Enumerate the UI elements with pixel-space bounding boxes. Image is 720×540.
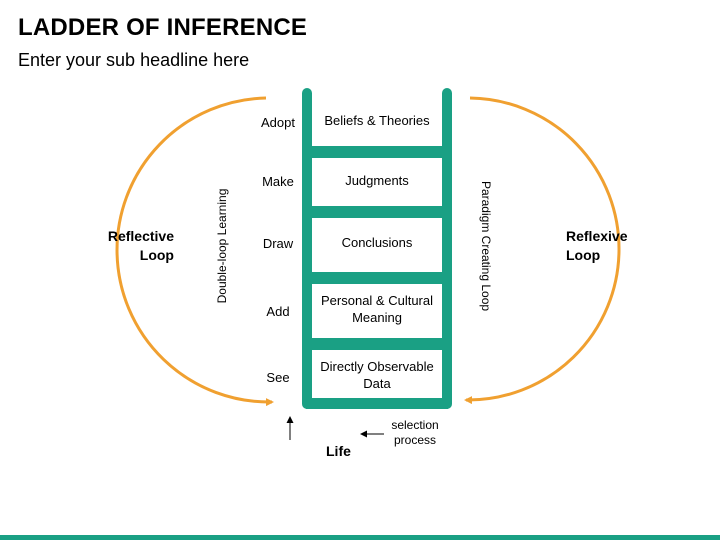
- ladder-rung: [306, 398, 448, 409]
- rung-label-meaning: Personal & Cultural Meaning: [321, 293, 433, 325]
- life-label: Life: [326, 443, 351, 459]
- verb-add: Add: [266, 304, 290, 319]
- ladder-rung: [306, 146, 448, 158]
- footer-bar: [0, 535, 720, 540]
- reflexive-loop-title: Reflexive Loop: [566, 228, 628, 263]
- rung-label-conclusions: Conclusions: [341, 235, 413, 250]
- verb-draw: Draw: [262, 236, 294, 251]
- verb-adopt: Adopt: [261, 115, 295, 130]
- ladder-rung: [306, 206, 448, 218]
- ladder-rung: [306, 338, 448, 350]
- ladder-rung: [306, 272, 448, 284]
- reflective-loop-title: Reflective Loop: [107, 228, 174, 263]
- rung-label-beliefs: Beliefs & Theories: [324, 113, 430, 128]
- ladder-left-rail: [302, 88, 312, 409]
- reflective-loop-arc: [115, 96, 274, 407]
- double-loop-learning-label: Double-loop Learning: [215, 188, 229, 304]
- reflexive-loop-arc: [464, 96, 621, 405]
- verb-make: Make: [262, 174, 294, 189]
- paradigm-creating-loop-label: Paradigm Creating Loop: [479, 180, 493, 312]
- verb-see: See: [266, 370, 290, 385]
- rung-label-data: Directly Observable Data: [320, 359, 434, 391]
- page-subtitle: Enter your sub headline here: [18, 50, 250, 70]
- selection-process-label: selection process: [391, 418, 439, 447]
- ladder-right-rail: [442, 88, 452, 409]
- page-title: LADDER OF INFERENCE: [18, 14, 308, 41]
- rung-label-judgments: Judgments: [345, 173, 409, 188]
